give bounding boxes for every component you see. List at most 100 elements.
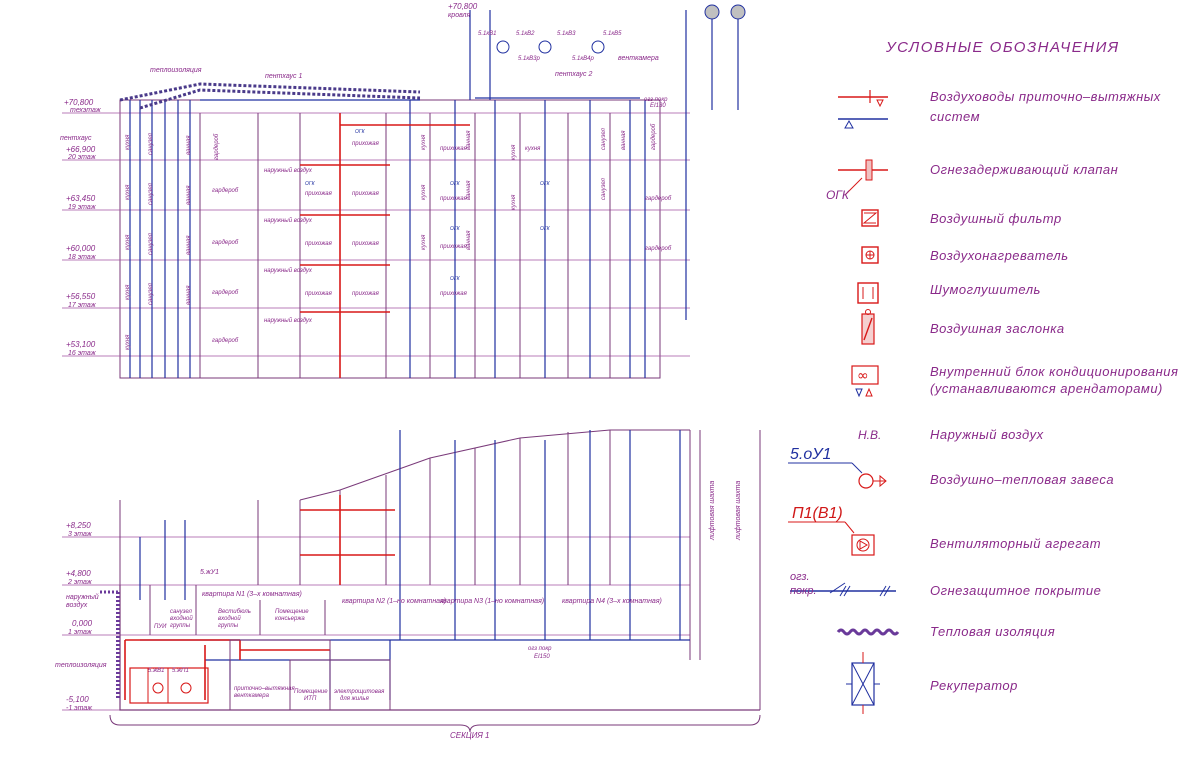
room-label-kitchen: кухня (421, 234, 427, 250)
legend-curtain: Воздушно–тепловая завеса (930, 472, 1114, 487)
toilet-label-2: входной (170, 615, 193, 622)
room-label-kitchen: кухня (421, 184, 427, 200)
level-name-1: 1 этаж (68, 629, 93, 636)
fan-label-6: 5.1кВ5 (603, 31, 622, 37)
legend-filter: Воздушный фильтр (930, 211, 1062, 226)
legend-ac-line1: Внутренний блок кондиционирования (930, 364, 1178, 379)
itp-label-1: Помещение (294, 689, 328, 695)
outdoor-air-label: наружный воздух (264, 217, 313, 224)
room-label-hallway: прихожая (352, 241, 380, 247)
apartment-4-label: квартира N4 (3–х комнатная) (562, 598, 662, 605)
apartment-1-label: квартира N1 (3–х комнатная) (202, 591, 302, 598)
duct-symbol (838, 90, 888, 129)
room-label-kitchen: кухня (125, 334, 131, 350)
upper-coating-label: огз покр (644, 97, 668, 103)
legend-coating-code-1: огз. (790, 571, 810, 583)
room-label-bath: ванная (186, 135, 192, 155)
outdoor-air-label: наружный (66, 593, 99, 601)
room-label-kitchen: кухня (125, 284, 131, 300)
level-name-techfloor: техэтаж (70, 107, 102, 114)
penthouse1-label: пентхаус 1 (265, 73, 302, 80)
legend-title: УСЛОВНЫЕ ОБОЗНАЧЕНИЯ (885, 39, 1120, 56)
silencer-symbol (857, 282, 879, 304)
outdoor-air-label: наружный воздух (264, 267, 313, 274)
vestibule-label-3: группы (218, 623, 239, 629)
legend-curtain-code: 5.оУ1 (790, 446, 831, 463)
room-label-bathroom: санузел (148, 233, 154, 255)
vent-chamber-label: венткамера (618, 55, 659, 62)
unit-label-zhp1: 5.жП1 (172, 668, 189, 674)
roof-label: кровля (448, 12, 470, 19)
concierge-label-1: Помещение (275, 609, 309, 615)
fan-label-5: 5.1кВ4р (572, 56, 595, 62)
roof-level-mark: +70,800 (448, 2, 478, 11)
fire-coating-symbol (790, 582, 896, 597)
recuperator-symbol (846, 652, 880, 714)
fan-label-1: 5.1кВ1 (478, 31, 497, 37)
room-label-wardrobe: гардероб (214, 133, 220, 160)
svg-text:∞: ∞ (857, 368, 869, 384)
level-mark-2: +4,800 (66, 569, 91, 578)
legend-outdoor-code: Н.В. (858, 428, 881, 442)
level-mark-20: +66,900 (66, 145, 96, 154)
level-name-20: 20 этаж (67, 154, 97, 161)
room-label-wardrobe: гардероб (212, 290, 239, 296)
outdoor-air-label: наружный воздух (264, 167, 313, 174)
legend-coating-code-2: покр. (790, 585, 817, 597)
legend-outdoor: Наружный воздух (930, 427, 1044, 442)
itp-label-2: ИТП (304, 696, 317, 702)
room-label-hallway: прихожая (440, 244, 468, 250)
level-name-17: 17 этаж (68, 302, 97, 309)
level-mark-18: +60,000 (66, 244, 96, 253)
unit-label-zhu1: 5.жУ1 (200, 569, 219, 576)
level-name-basement: -1 этаж (66, 705, 93, 712)
fan-label-3: 5.1кВ3р (518, 56, 541, 62)
room-label-kitchen: кухня (511, 144, 517, 160)
air-heater-symbol (861, 246, 879, 264)
level-name-penthouse: пентхаус (60, 135, 92, 142)
room-label-kitchen: кухня (525, 146, 541, 152)
level-mark-1: 0,000 (72, 619, 93, 628)
level-name-16: 16 этаж (68, 350, 97, 357)
air-damper-symbol (861, 309, 875, 345)
room-label-kitchen: кухня (125, 184, 131, 200)
vestibule-label-1: Вестибюль (218, 609, 251, 615)
level-mark-3: +8,250 (66, 521, 91, 530)
legend-heater: Воздухонагреватель (930, 248, 1069, 263)
legend-vent-unit: Вентиляторный агрегат (930, 536, 1101, 551)
electric-label-1: электрощитовая (334, 689, 385, 695)
upper-coating-rating: EI130 (650, 103, 666, 109)
legend-ac-line2: (устанавливаются арендаторами) (930, 381, 1163, 396)
room-label-hallway: прихожая (305, 191, 333, 197)
vent-chamber-lower-2: венткамера (234, 693, 270, 699)
room-label-bath: ванная (466, 130, 472, 150)
level-mark-techfloor: +70,800 (64, 98, 94, 107)
room-label-hallway: прихожая (352, 191, 380, 197)
level-mark-19: +63,450 (66, 194, 96, 203)
vent-unit-symbol (788, 521, 875, 556)
fire-damper-label: ОГК (540, 181, 551, 187)
fire-damper-label: ОГК (540, 226, 551, 232)
legend-fire-damper-code: ОГК (826, 188, 850, 202)
room-label-bath: ванная (186, 235, 192, 255)
lift-shaft-label-2: лифтовая шахта (735, 481, 742, 541)
room-label-kitchen: кухня (511, 194, 517, 210)
lift-shaft-label: лифтовая шахта (709, 481, 716, 541)
penthouse2-label: пентхаус 2 (555, 71, 592, 78)
fire-damper-label: ОГК (305, 181, 316, 187)
room-label-kitchen: кухня (125, 134, 131, 150)
pui-room-label: ПУИ (154, 624, 167, 630)
legend-recuperator: Рекуператор (930, 678, 1018, 693)
vestibule-label-2: входной (218, 615, 241, 622)
section-label: СЕКЦИЯ 1 (450, 731, 490, 740)
legend-vent-unit-code: П1(В1) (792, 505, 843, 522)
toilet-label-3: группы (170, 623, 191, 629)
fire-damper-label: ОГК (450, 276, 461, 282)
room-label-bathroom: санузел (148, 283, 154, 305)
room-label-wardrobe: гардероб (645, 246, 672, 252)
upper-section: +70,800 техэтаж пентхаус +66,900 20 этаж… (60, 2, 746, 379)
room-label-bathroom: санузел (148, 183, 154, 205)
level-mark-16: +53,100 (66, 340, 96, 349)
fire-damper-label: ОГК (450, 226, 461, 232)
lower-coating-rating: EI150 (534, 654, 550, 660)
